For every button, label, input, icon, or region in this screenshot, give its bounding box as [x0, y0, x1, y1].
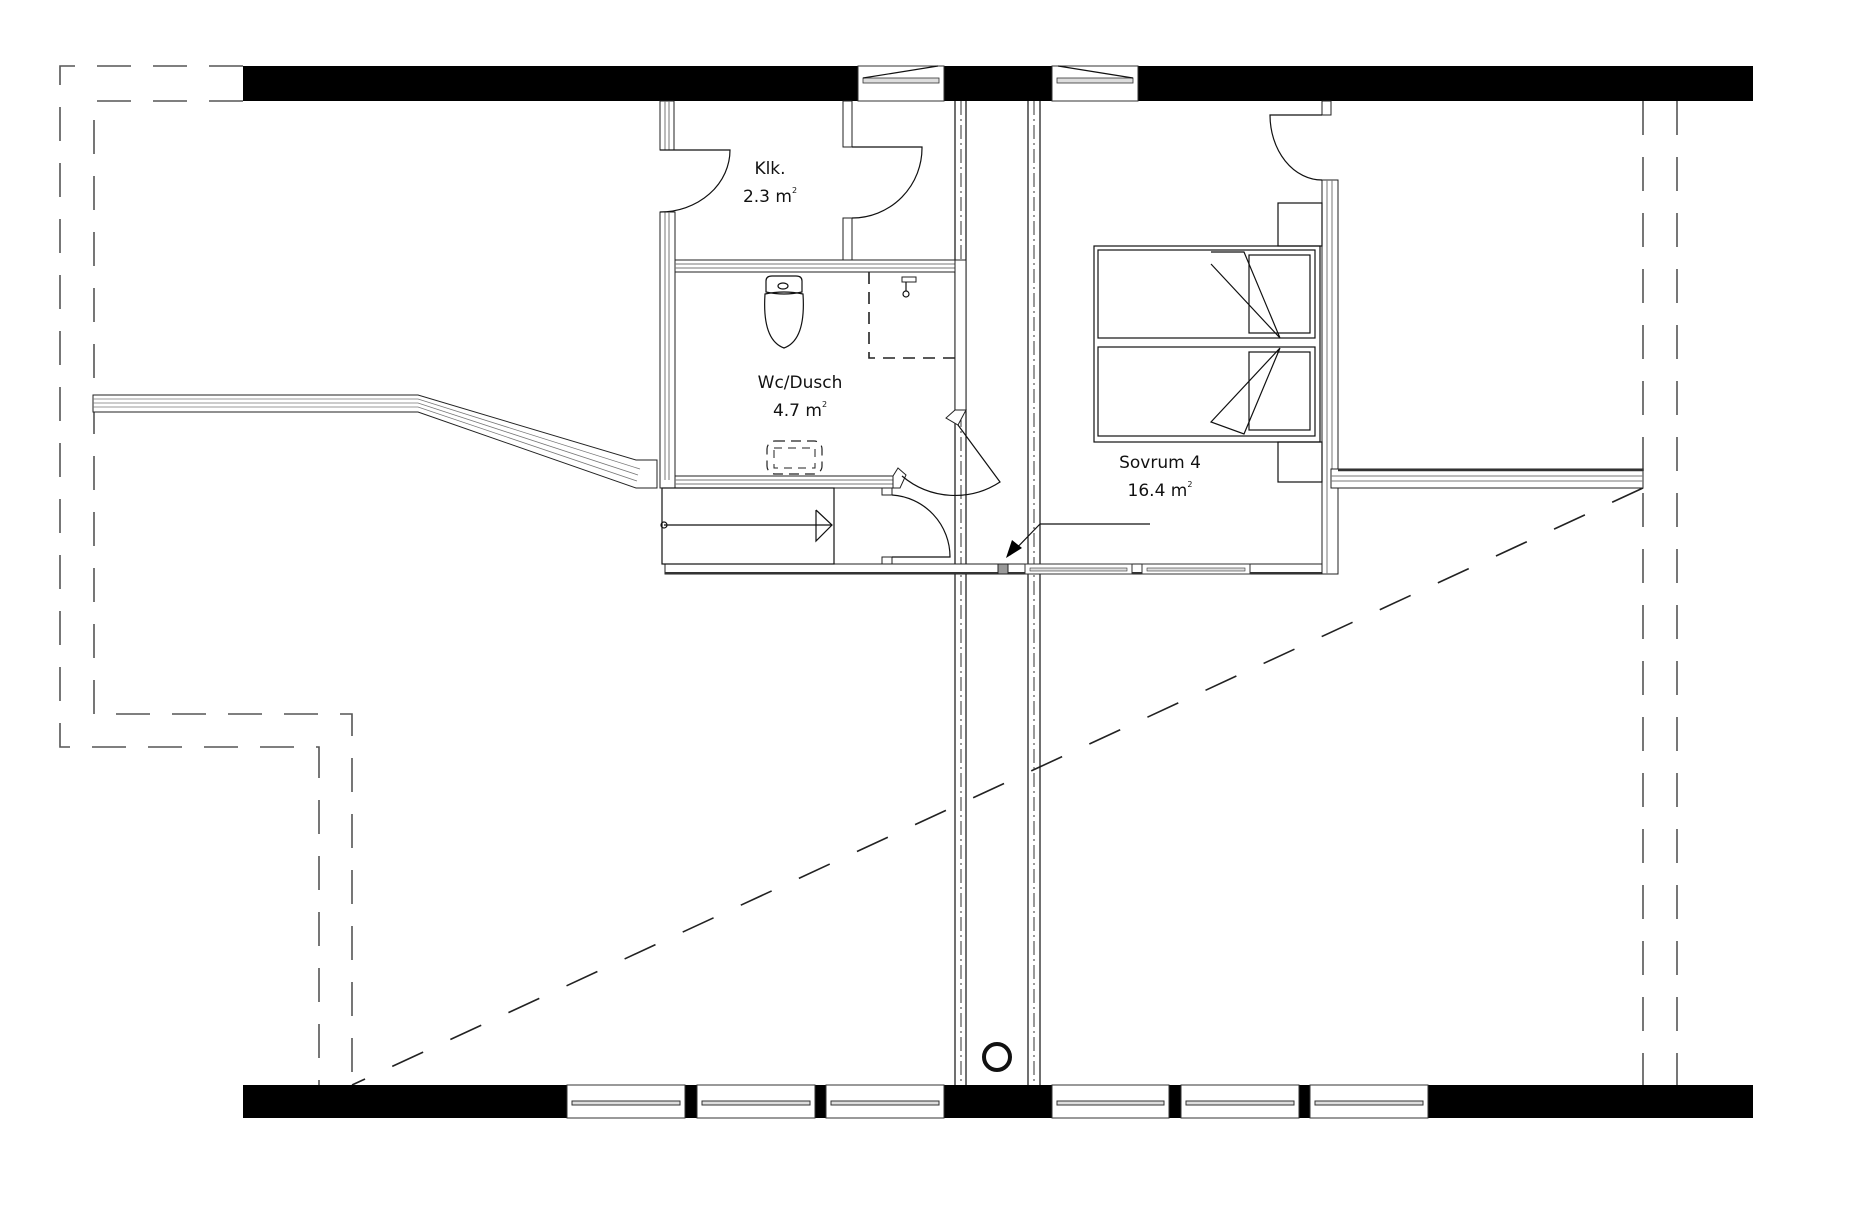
door-swings: [659, 114, 1323, 558]
room-label-klk: Klk. 2.3 m2: [743, 158, 797, 208]
bottom-windows: [566, 1084, 1429, 1119]
diagonal-dashed-line: [351, 487, 1644, 1086]
dashed-outline-left: [59, 65, 353, 1085]
room-area: 4.7 m2: [772, 400, 828, 421]
room-name: Klk.: [754, 159, 786, 179]
bed-icon: [1093, 202, 1323, 483]
room-name: Sovrum 4: [1119, 453, 1201, 473]
central-beams: [954, 101, 1041, 1085]
interior-walls: [92, 100, 1644, 575]
chimney-circle-icon: [982, 1042, 1012, 1072]
room-label-sovrum-4: Sovrum 4 16.4 m2: [1119, 452, 1201, 502]
top-windows: [857, 65, 1139, 102]
bottom-exterior-wall: [243, 1085, 1753, 1118]
leader-arrow: [1006, 523, 1150, 558]
top-exterior-wall: [243, 66, 1753, 101]
room-name: Wc/Dusch: [757, 373, 843, 393]
toilet-icon: [764, 275, 804, 349]
room-label-wc-dusch: Wc/Dusch 4.7 m2: [758, 372, 843, 422]
room-area: 16.4 m2: [1127, 480, 1193, 501]
sink-icon: [766, 440, 823, 475]
room-area: 2.3 m2: [742, 186, 798, 207]
shower-icon: [868, 272, 955, 359]
stairs: [660, 487, 835, 565]
stair-arrow-icon: [815, 509, 833, 543]
dashed-outline-right: [1642, 101, 1678, 1085]
